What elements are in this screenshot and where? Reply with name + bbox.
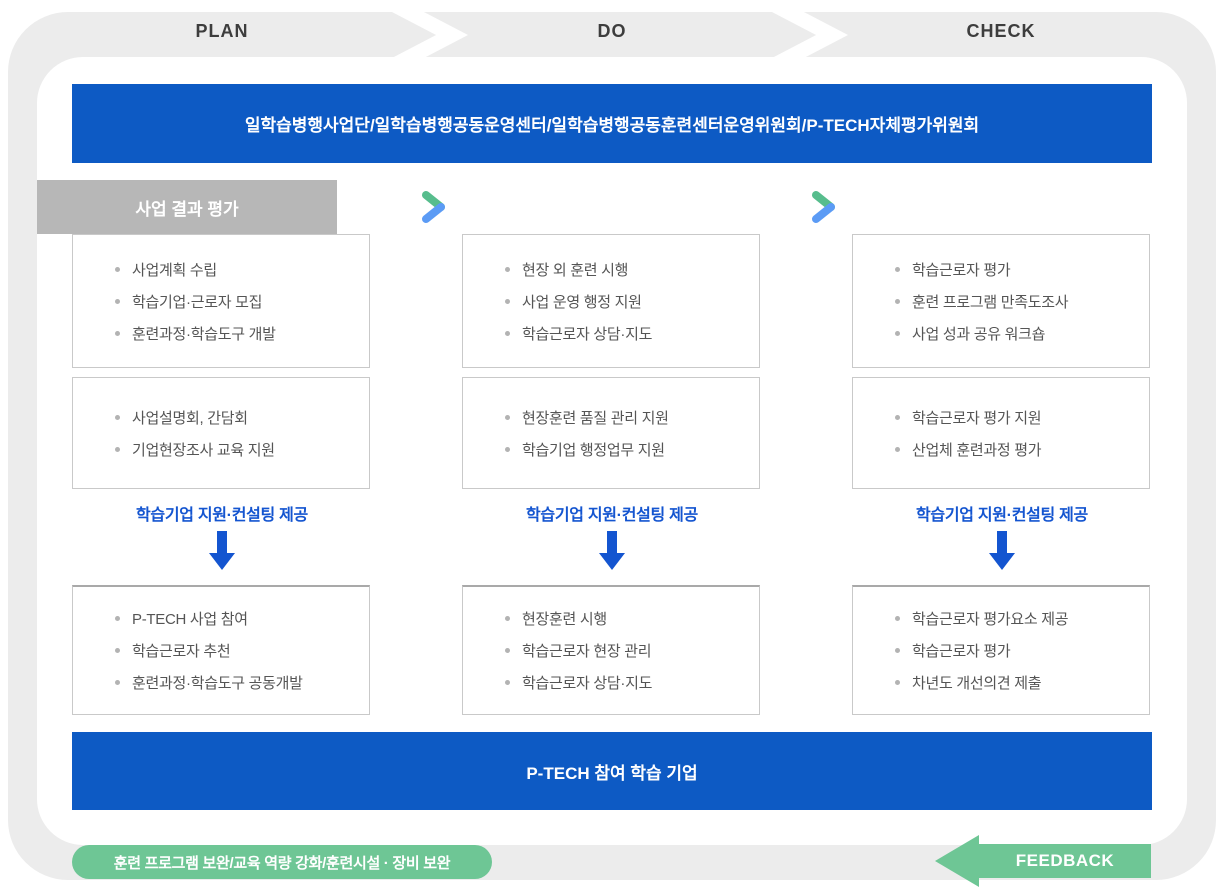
content-card: 일학습병행사업단/일학습병행공동운영센터/일학습병행공동훈련센터운영위원회/P-… <box>37 57 1187 845</box>
list-item: 학습근로자 평가 <box>895 635 1149 667</box>
list-item: 산업체 훈련과정 평가 <box>895 433 1149 465</box>
bullet-dot-icon <box>115 446 120 452</box>
list-item: 학습근로자 상담·지도 <box>505 317 759 349</box>
support-consulting-label: 학습기업 지원·컨설팅 제공 <box>526 507 698 524</box>
list-item: 학습근로자 평가 <box>895 253 1149 285</box>
bullet-dot-icon <box>115 648 120 653</box>
participants-banner: P-TECH 참여 학습 기업 <box>72 732 1152 810</box>
list-item: 학습기업 행정업무 지원 <box>505 433 759 465</box>
feedback-note-pill: 훈련 프로그램 보완/교육 역량 강화/훈련시설 · 장비 보완 <box>72 845 492 879</box>
list-item: 학습근로자 현장 관리 <box>505 635 759 667</box>
column-header-evaluation: 사업 결과 평가 <box>37 180 337 234</box>
bullet-dot-icon <box>505 330 510 336</box>
bullet-dot-icon <box>505 414 510 420</box>
evaluation-company-box: 학습근로자 평가요소 제공 학습근로자 평가 차년도 개선의견 제출 <box>852 585 1150 715</box>
support-consulting-label: 학습기업 지원·컨설팅 제공 <box>916 507 1088 524</box>
bullet-dot-icon <box>505 616 510 621</box>
bullet-dot-icon <box>115 298 120 304</box>
bullet-dot-icon <box>115 414 120 420</box>
column-evaluation: 학습근로자 평가 훈련 프로그램 만족도조사 사업 성과 공유 워크숍 학습근로… <box>852 57 1152 845</box>
bullet-dot-icon <box>895 298 900 304</box>
bullet-dot-icon <box>505 680 510 685</box>
bullet-dot-icon <box>115 330 120 336</box>
list-item: 학습근로자 평가 지원 <box>895 401 1149 433</box>
phase-label-do: DO <box>597 21 627 41</box>
list-item: 현장훈련 품질 관리 지원 <box>505 401 759 433</box>
evaluation-support-box: 학습근로자 평가 지원 산업체 훈련과정 평가 <box>852 377 1150 489</box>
list-item: 차년도 개선의견 제출 <box>895 667 1149 699</box>
list-item: 현장훈련 시행 <box>505 603 759 635</box>
bullet-dot-icon <box>895 446 900 452</box>
bullet-dot-icon <box>115 616 120 621</box>
down-arrow-icon <box>599 531 625 571</box>
list-item: 사업 성과 공유 워크숍 <box>895 317 1149 349</box>
list-item: 학습기업·근로자 모집 <box>115 285 369 317</box>
down-arrow-icon <box>989 531 1015 571</box>
down-arrow-icon <box>209 531 235 571</box>
list-item: P-TECH 사업 참여 <box>115 603 369 635</box>
list-item: 훈련과정·학습도구 공동개발 <box>115 667 369 699</box>
feedback-arrow-label: FEEDBACK <box>979 844 1151 878</box>
bullet-dot-icon <box>115 266 120 272</box>
bullet-dot-icon <box>505 266 510 272</box>
list-item: 학습근로자 평가요소 제공 <box>895 603 1149 635</box>
list-item: 학습근로자 상담·지도 <box>505 667 759 699</box>
list-item: 사업설명회, 간담회 <box>115 401 369 433</box>
phase-label-check: CHECK <box>966 21 1036 41</box>
feedback-arrow: FEEDBACK <box>935 835 1151 887</box>
operation-tasks-box: 현장 외 훈련 시행 사업 운영 행정 지원 학습근로자 상담·지도 <box>462 234 760 368</box>
governance-banner: 일학습병행사업단/일학습병행공동운영센터/일학습병행공동훈련센터운영위원회/P-… <box>72 84 1152 163</box>
list-item: 훈련과정·학습도구 개발 <box>115 317 369 349</box>
plan-tasks-box: 사업계획 수립 학습기업·근로자 모집 훈련과정·학습도구 개발 <box>72 234 370 368</box>
bullet-dot-icon <box>505 446 510 452</box>
phase-label-plan: PLAN <box>195 21 249 41</box>
list-item: 훈련 프로그램 만족도조사 <box>895 285 1149 317</box>
bullet-dot-icon <box>895 648 900 653</box>
bullet-dot-icon <box>895 330 900 336</box>
bullet-dot-icon <box>505 648 510 653</box>
bullet-dot-icon <box>895 616 900 621</box>
operation-company-box: 현장훈련 시행 학습근로자 현장 관리 학습근로자 상담·지도 <box>462 585 760 715</box>
list-item: 기업현장조사 교육 지원 <box>115 433 369 465</box>
chevron-right-icon <box>422 191 445 223</box>
bullet-dot-icon <box>895 266 900 272</box>
operation-support-box: 현장훈련 품질 관리 지원 학습기업 행정업무 지원 <box>462 377 760 489</box>
bullet-dot-icon <box>895 414 900 420</box>
column-operation: 현장 외 훈련 시행 사업 운영 행정 지원 학습근로자 상담·지도 현장훈련 … <box>462 57 762 845</box>
list-item: 현장 외 훈련 시행 <box>505 253 759 285</box>
plan-company-box: P-TECH 사업 참여 학습근로자 추천 훈련과정·학습도구 공동개발 <box>72 585 370 715</box>
plan-support-box: 사업설명회, 간담회 기업현장조사 교육 지원 <box>72 377 370 489</box>
column-plan: 사업계획 수립 학습기업·근로자 모집 훈련과정·학습도구 개발 사업설명회, … <box>72 57 372 845</box>
evaluation-tasks-box: 학습근로자 평가 훈련 프로그램 만족도조사 사업 성과 공유 워크숍 <box>852 234 1150 368</box>
support-consulting-label: 학습기업 지원·컨설팅 제공 <box>136 507 308 524</box>
bullet-dot-icon <box>115 680 120 685</box>
list-item: 사업 운영 행정 지원 <box>505 285 759 317</box>
arrow-left-icon <box>935 835 979 887</box>
list-item: 학습근로자 추천 <box>115 635 369 667</box>
chevron-right-icon <box>812 191 835 223</box>
bullet-dot-icon <box>895 680 900 685</box>
bullet-dot-icon <box>505 298 510 304</box>
list-item: 사업계획 수립 <box>115 253 369 285</box>
